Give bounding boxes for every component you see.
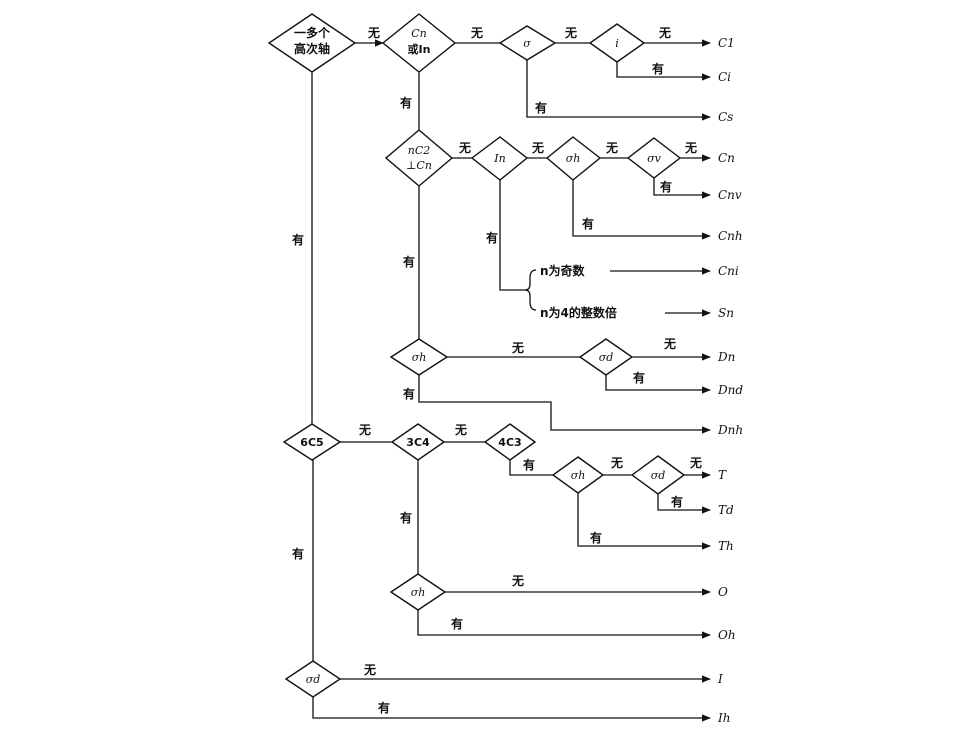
branch-no-label: 无	[454, 423, 467, 437]
branch-yes-label: 有	[633, 370, 645, 385]
result-group-label: Cn	[718, 151, 735, 165]
branch-yes-label: 有	[378, 700, 390, 715]
connectors	[311, 39, 711, 722]
result-group-label: I	[717, 672, 723, 686]
branch-yes-label: 有	[403, 386, 415, 401]
branch-no-label: 无	[605, 141, 618, 155]
decision-6c5: 6C5	[282, 423, 342, 461]
decision-nc2-perp-cn: nC2 ⊥Cn	[384, 129, 454, 187]
decision-multi-high-axes-line1: 一多个	[294, 25, 331, 40]
result-group-label: Cnv	[718, 188, 742, 202]
decision-in: In	[470, 136, 529, 181]
decision-cn-or-in: Cn 或In	[381, 13, 457, 73]
decision-in-label: In	[493, 152, 505, 165]
result-group-label: Cs	[718, 110, 733, 124]
branch-no-label: 无	[511, 341, 524, 355]
result-group-label: O	[718, 585, 728, 599]
result-group-label: Cnh	[718, 229, 743, 243]
decision-sigma-v-label: σv	[647, 152, 662, 165]
decision-3c4-label: 3C4	[406, 436, 430, 449]
result-group-label: Ci	[718, 70, 731, 84]
decision-4c3: 4C3	[483, 423, 537, 461]
decision-4c3-label: 4C3	[498, 436, 521, 449]
result-group-label: Sn	[718, 306, 734, 320]
decision-cn-or-in-line1: Cn	[411, 27, 427, 40]
decision-sigma-h-3-label: σh	[571, 469, 586, 482]
decision-sigma: σ	[498, 25, 557, 61]
branch-no-label: 无	[363, 663, 376, 677]
branch-no-label: 无	[663, 337, 676, 351]
branch-yes-label: 有	[403, 254, 415, 269]
branch-yes-label: 有	[292, 546, 304, 561]
branch-yes-label: 有	[582, 216, 594, 231]
branch-yes-label: 有	[535, 100, 547, 115]
branch-yes-label: 有	[400, 510, 412, 525]
result-group-label: Dnh	[717, 423, 743, 437]
branch-no-label: 无	[358, 423, 371, 437]
decision-sigma-h-1-label: σh	[566, 152, 581, 165]
result-group-label: Td	[718, 503, 734, 517]
result-group-label: C1	[718, 36, 735, 50]
branch-no-label: 无	[610, 456, 623, 470]
result-group-label: Dnd	[717, 383, 743, 397]
decision-inversion-center-label: i	[615, 37, 619, 50]
branch-yes-label: 有	[660, 179, 672, 194]
decision-sigma-d-2-label: σd	[651, 469, 666, 482]
result-group-label: Oh	[718, 628, 736, 642]
branch-no-label: 无	[564, 26, 577, 40]
branch-no-label: 无	[367, 26, 380, 40]
branch-yes-label: 有	[523, 457, 535, 472]
branch-no-label: 无	[458, 141, 471, 155]
branch-yes-label: 有	[590, 530, 602, 545]
decision-sigma-d-3: σd	[284, 660, 342, 698]
decision-sigma-h-2: σh	[389, 338, 449, 376]
decision-sigma-d-1-label: σd	[599, 351, 614, 364]
decision-sigma-d-2: σd	[630, 455, 686, 495]
decision-sigma-h-4: σh	[389, 573, 447, 611]
result-group-label: Th	[718, 539, 734, 553]
decision-sigma-d-1: σd	[578, 338, 634, 376]
branch-no-label: 无	[470, 26, 483, 40]
decision-multi-high-axes-line2: 高次轴	[294, 41, 330, 56]
decision-sigma-h-2-label: σh	[412, 351, 427, 364]
decision-sigma-h-4-label: σh	[411, 586, 426, 599]
decision-nc2-line1: nC2	[408, 144, 431, 157]
decision-6c5-label: 6C5	[300, 436, 323, 449]
result-group-label: Ih	[717, 711, 730, 725]
branch-no-label: 无	[689, 456, 702, 470]
branch-yes-label: 有	[292, 232, 304, 247]
branch-no-label: 无	[658, 26, 671, 40]
decision-sigma-h-1: σh	[545, 136, 602, 181]
result-group-label: Cni	[718, 264, 739, 278]
decision-sigma-d-3-label: σd	[306, 673, 321, 686]
branch-yes-label: 有	[451, 616, 463, 631]
decision-sigma-h-3: σh	[551, 456, 605, 494]
decision-inversion-center: i	[588, 23, 646, 63]
decision-sigma-label: σ	[523, 37, 531, 50]
result-point-groups: C1 Ci Cs Cn Cnv Cnh Cni Sn Dn Dnd Dnh T …	[717, 36, 743, 725]
branch-yes-label: 有	[400, 95, 412, 110]
decision-nc2-line2: ⊥Cn	[406, 159, 432, 172]
condition-n-multiple-of-4: n为4的整数倍	[540, 305, 617, 320]
branch-no-label: 无	[511, 574, 524, 588]
result-group-label: T	[718, 468, 727, 482]
branch-labels: 无 无 无 无 有 有 有 无 无 无 无 有 有 有 有 有 无 无 有 有 …	[292, 26, 702, 715]
decision-3c4: 3C4	[390, 423, 446, 461]
decision-sigma-v: σv	[626, 137, 682, 179]
decision-cn-or-in-line2: 或In	[408, 42, 431, 56]
branch-no-label: 无	[684, 141, 697, 155]
branch-yes-label: 有	[486, 230, 498, 245]
branch-yes-label: 有	[652, 61, 664, 76]
branch-yes-label: 有	[671, 494, 683, 509]
condition-n-odd: n为奇数	[540, 263, 586, 278]
branch-no-label: 无	[531, 141, 544, 155]
result-group-label: Dn	[717, 350, 735, 364]
decision-multi-high-axes: 一多个 高次轴	[267, 13, 357, 73]
